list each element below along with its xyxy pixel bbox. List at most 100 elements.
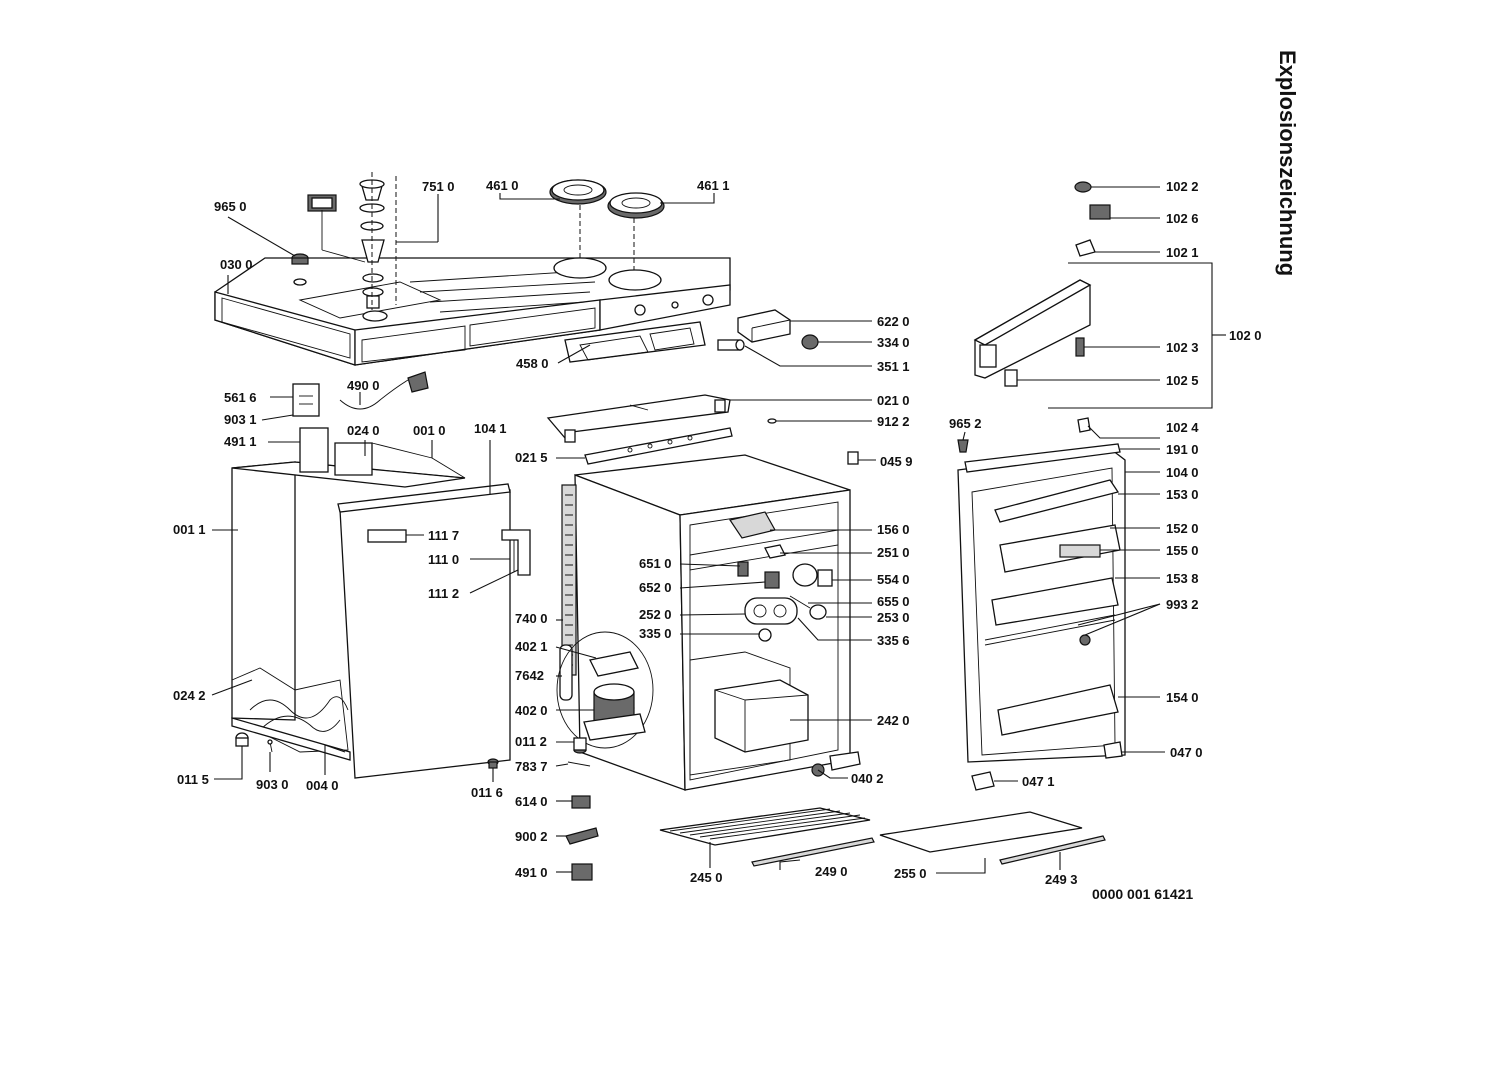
label-102-0: 102 0 bbox=[1229, 328, 1262, 343]
strips-2490-2493 bbox=[751, 835, 1106, 867]
crisper-2420 bbox=[714, 679, 809, 753]
top-frame-0210 bbox=[546, 394, 731, 443]
label-491-1: 491 1 bbox=[224, 434, 257, 449]
label-458-0: 458 0 bbox=[516, 356, 549, 371]
label-104-0: 104 0 bbox=[1166, 465, 1199, 480]
label-155-0: 155 0 bbox=[1166, 543, 1199, 558]
label-622-0: 622 0 bbox=[877, 314, 910, 329]
condenser-7400 bbox=[559, 484, 577, 701]
label-651-0: 651 0 bbox=[639, 556, 672, 571]
evaporator-1560 bbox=[729, 511, 786, 559]
drain-set-7510 bbox=[307, 172, 397, 310]
label-001-1: 001 1 bbox=[173, 522, 206, 537]
label-153-8: 153 8 bbox=[1166, 571, 1199, 586]
label-965-2: 965 2 bbox=[949, 416, 982, 431]
label-111-2: 111 2 bbox=[428, 586, 459, 601]
compressor-4020 bbox=[556, 631, 654, 749]
label-255-0: 255 0 bbox=[894, 866, 927, 881]
label-402-0: 402 0 bbox=[515, 703, 548, 718]
label-021-5: 021 5 bbox=[515, 450, 548, 465]
hob-plate-4610 bbox=[549, 179, 607, 258]
label-021-0: 021 0 bbox=[877, 393, 910, 408]
label-561-6: 561 6 bbox=[224, 390, 257, 405]
label-334-0: 334 0 bbox=[877, 335, 910, 350]
cabinet-door-1110 bbox=[337, 483, 531, 779]
part-labels: 965 0 030 0 751 0 461 0 461 1 622 0 334 … bbox=[173, 178, 1262, 887]
label-102-4: 102 4 bbox=[1166, 420, 1199, 435]
label-102-6: 102 6 bbox=[1166, 211, 1199, 226]
cabinet-small-parts bbox=[235, 371, 499, 769]
label-903-0: 903 0 bbox=[256, 777, 289, 792]
label-153-0: 153 0 bbox=[1166, 487, 1199, 502]
label-903-1: 903 1 bbox=[224, 412, 257, 427]
label-335-6: 335 6 bbox=[877, 633, 910, 648]
label-751-0: 751 0 bbox=[422, 179, 455, 194]
label-152-0: 152 0 bbox=[1166, 521, 1199, 536]
label-402-1: 402 1 bbox=[515, 639, 548, 654]
knob-3340 bbox=[801, 334, 819, 350]
label-335-0: 335 0 bbox=[639, 626, 672, 641]
label-156-0: 156 0 bbox=[877, 522, 910, 537]
label-249-3: 249 3 bbox=[1045, 872, 1078, 887]
hob-plate-4611 bbox=[607, 192, 665, 270]
label-154-0: 154 0 bbox=[1166, 690, 1199, 705]
cabinet-panels bbox=[299, 427, 466, 479]
label-7642: 7642 bbox=[515, 668, 544, 683]
label-191-0: 191 0 bbox=[1166, 442, 1199, 457]
label-011-5: 011 5 bbox=[177, 772, 209, 787]
label-104-1: 104 1 bbox=[474, 421, 507, 436]
label-652-0: 652 0 bbox=[639, 580, 672, 595]
label-102-1: 102 1 bbox=[1166, 245, 1199, 260]
label-011-6: 011 6 bbox=[471, 785, 503, 800]
page-title: Explosionszeichnung bbox=[1275, 50, 1300, 277]
glass-shelf-2550 bbox=[879, 811, 1083, 853]
document-number: 0000 001 61421 bbox=[1092, 886, 1194, 902]
wire-shelf-2450 bbox=[659, 807, 871, 846]
label-351-1: 351 1 bbox=[877, 359, 910, 374]
label-655-0: 655 0 bbox=[877, 594, 910, 609]
strip-0215 bbox=[584, 427, 733, 465]
label-461-0: 461 0 bbox=[486, 178, 519, 193]
label-242-0: 242 0 bbox=[877, 713, 910, 728]
label-490-0: 490 0 bbox=[347, 378, 380, 393]
label-554-0: 554 0 bbox=[877, 572, 910, 587]
thermostat-parts bbox=[737, 561, 833, 642]
label-045-9: 045 9 bbox=[880, 454, 913, 469]
label-252-0: 252 0 bbox=[639, 607, 672, 622]
label-102-2: 102 2 bbox=[1166, 179, 1199, 194]
label-245-0: 245 0 bbox=[690, 870, 723, 885]
label-965-0: 965 0 bbox=[214, 199, 247, 214]
tray-4580 bbox=[564, 321, 706, 363]
freezer-flap-1020 bbox=[973, 181, 1111, 433]
label-900-2: 900 2 bbox=[515, 829, 548, 844]
plug-9650 bbox=[291, 253, 309, 265]
label-251-0: 251 0 bbox=[877, 545, 910, 560]
label-102-5: 102 5 bbox=[1166, 373, 1199, 388]
label-024-0: 024 0 bbox=[347, 423, 380, 438]
label-040-2: 040 2 bbox=[851, 771, 884, 786]
right-small-parts bbox=[957, 439, 1123, 791]
fridge-door-1040 bbox=[957, 443, 1126, 763]
label-491-0: 491 0 bbox=[515, 865, 548, 880]
fridge-body bbox=[574, 454, 851, 791]
label-783-7: 783 7 bbox=[515, 759, 548, 774]
label-047-1: 047 1 bbox=[1022, 774, 1055, 789]
label-047-0: 047 0 bbox=[1170, 745, 1203, 760]
label-253-0: 253 0 bbox=[877, 610, 910, 625]
label-024-2: 024 2 bbox=[173, 688, 206, 703]
label-111-0: 111 0 bbox=[428, 552, 459, 567]
center-small-parts bbox=[565, 418, 861, 881]
label-461-1: 461 1 bbox=[697, 178, 730, 193]
worktop-assembly bbox=[214, 257, 731, 366]
label-004-0: 004 0 bbox=[306, 778, 339, 793]
label-001-0: 001 0 bbox=[413, 423, 446, 438]
label-614-0: 614 0 bbox=[515, 794, 548, 809]
label-111-7: 111 7 bbox=[428, 528, 459, 543]
knob-3511 bbox=[717, 339, 745, 351]
label-102-3: 102 3 bbox=[1166, 340, 1199, 355]
label-993-2: 993 2 bbox=[1166, 597, 1199, 612]
label-011-2: 011 2 bbox=[515, 734, 547, 749]
label-030-0: 030 0 bbox=[220, 257, 253, 272]
